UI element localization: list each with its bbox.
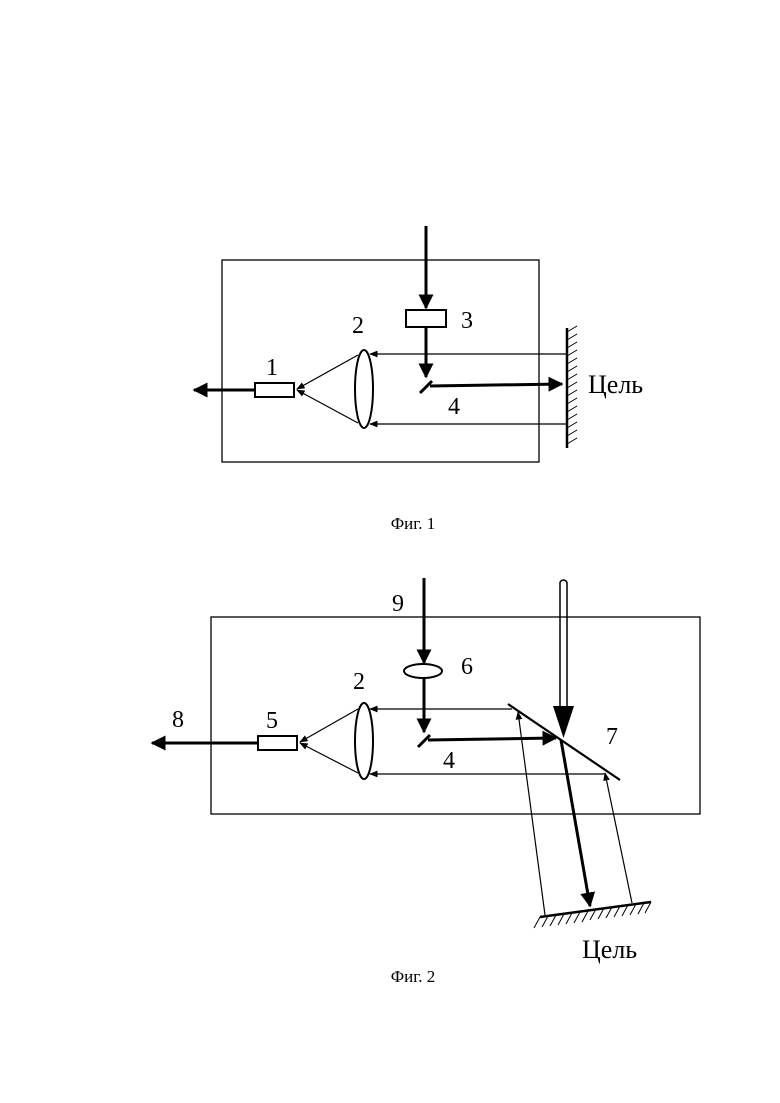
fig1-detector-1 bbox=[255, 383, 294, 397]
fig2-converge-lower bbox=[300, 743, 358, 773]
fig2-caption: Фиг. 2 bbox=[391, 967, 436, 986]
fig1-beam-to-target bbox=[430, 384, 562, 386]
fig1-label-target: Цель bbox=[588, 370, 643, 399]
fig1-converge-lower bbox=[297, 390, 358, 423]
fig2-element-6 bbox=[404, 664, 442, 678]
fig1-caption: Фиг. 1 bbox=[391, 514, 436, 533]
fig2-label-target: Цель bbox=[582, 935, 637, 964]
fig2-detector-5 bbox=[258, 736, 297, 750]
fig2-label-beamsplitter: 7 bbox=[606, 724, 618, 750]
fig2-label-output: 8 bbox=[172, 707, 184, 733]
fig1-label-detector: 1 bbox=[266, 355, 278, 381]
fig2-converge-upper bbox=[300, 709, 358, 742]
fig2-external-beam-arrowhead bbox=[553, 706, 574, 738]
fig1-label-lens: 2 bbox=[352, 313, 364, 339]
fig1-converge-upper bbox=[297, 355, 358, 389]
fig1-label-mirror: 4 bbox=[448, 394, 460, 420]
figure-2: 9 6 2 8 5 4 7 Цель Фиг. 2 bbox=[152, 578, 700, 986]
fig2-return-ray-right bbox=[605, 773, 632, 903]
fig2-external-beam-cap bbox=[560, 580, 567, 582]
fig2-beam-to-target bbox=[561, 740, 590, 906]
fig2-label-mirror: 4 bbox=[443, 748, 455, 774]
fig2-label-lens: 2 bbox=[353, 669, 365, 695]
fig1-label-laser: 3 bbox=[461, 308, 473, 334]
fig1-laser-3 bbox=[406, 310, 446, 327]
fig2-housing bbox=[211, 617, 700, 814]
fig2-beam-to-splitter bbox=[428, 738, 556, 740]
fig1-lens-2 bbox=[355, 350, 373, 428]
fig2-label-element: 6 bbox=[461, 654, 473, 680]
fig2-label-input: 9 bbox=[392, 591, 404, 617]
figure-1: 1 2 3 4 Цель Фиг. 1 bbox=[194, 226, 643, 533]
fig2-lens-2 bbox=[355, 703, 373, 779]
fig1-target-hatching bbox=[567, 326, 577, 444]
fig2-label-detector: 5 bbox=[266, 708, 278, 734]
